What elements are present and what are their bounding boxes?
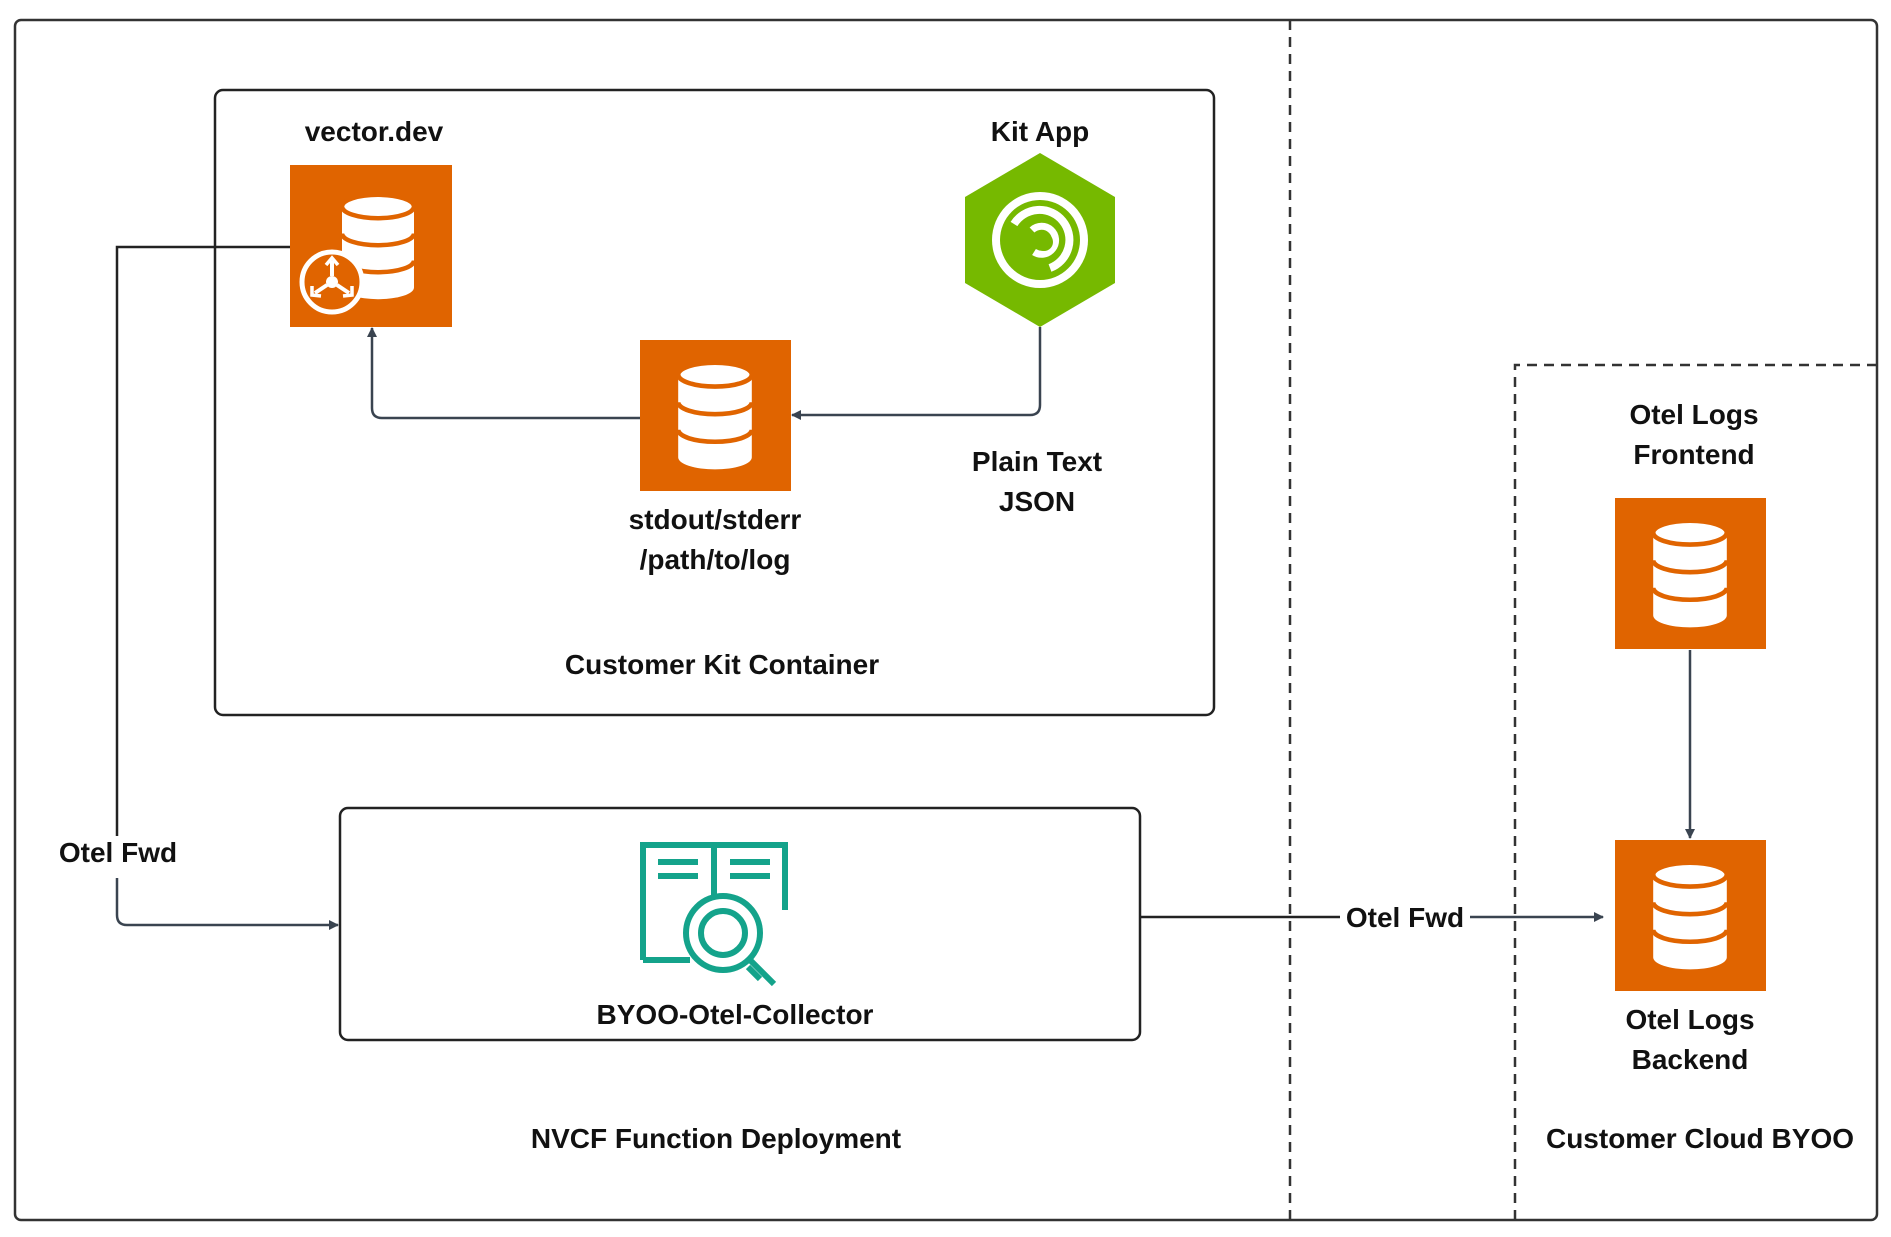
customer-kit-container-box <box>213 88 1216 717</box>
otel-logs-backend-icon <box>1615 840 1766 991</box>
vector-dev-icon <box>290 165 452 327</box>
customer-kit-container-label: Customer Kit Container <box>565 649 879 680</box>
collector-document-search-icon <box>640 842 788 987</box>
kit-app-to-stdout-arrow <box>791 327 1042 420</box>
path-to-log-label: /path/to/log <box>640 544 791 575</box>
nvcf-function-deployment-label: NVCF Function Deployment <box>531 1123 901 1154</box>
otel-fwd-right-label: Otel Fwd <box>1346 902 1464 933</box>
customer-cloud-byoo-label: Customer Cloud BYOO <box>1546 1123 1854 1154</box>
stdout-log-icon <box>640 340 791 491</box>
customer-cloud-boundary-dashed <box>1513 363 1877 1220</box>
kit-app-icon <box>965 153 1115 327</box>
otel-logs-backend-label-line2: Backend <box>1632 1044 1749 1075</box>
stdout-stderr-label: stdout/stderr <box>629 504 802 535</box>
otel-logs-frontend-label-line1: Otel Logs <box>1629 399 1758 430</box>
plain-text-label: Plain Text <box>972 446 1102 477</box>
kit-app-label: Kit App <box>991 116 1090 147</box>
otel-logs-frontend-icon <box>1615 498 1766 649</box>
outer-frame <box>13 18 1879 1222</box>
otel-logs-backend-label-line1: Otel Logs <box>1625 1004 1754 1035</box>
otel-fwd-left-bg <box>45 836 190 878</box>
byoo-otel-collector-box <box>338 806 1142 1042</box>
vector-to-collector-arrow <box>115 878 339 930</box>
otel-logs-frontend-label-line2: Frontend <box>1633 439 1754 470</box>
otel-fwd-left-label: Otel Fwd <box>59 837 177 868</box>
stdout-to-vector-arrow <box>367 327 640 420</box>
byoo-otel-collector-label: BYOO-Otel-Collector <box>597 999 874 1030</box>
vector-to-collector-line <box>115 245 290 838</box>
otel-fwd-right-bg <box>1343 899 1469 937</box>
json-label: JSON <box>999 486 1075 517</box>
vector-dev-label: vector.dev <box>305 116 444 147</box>
